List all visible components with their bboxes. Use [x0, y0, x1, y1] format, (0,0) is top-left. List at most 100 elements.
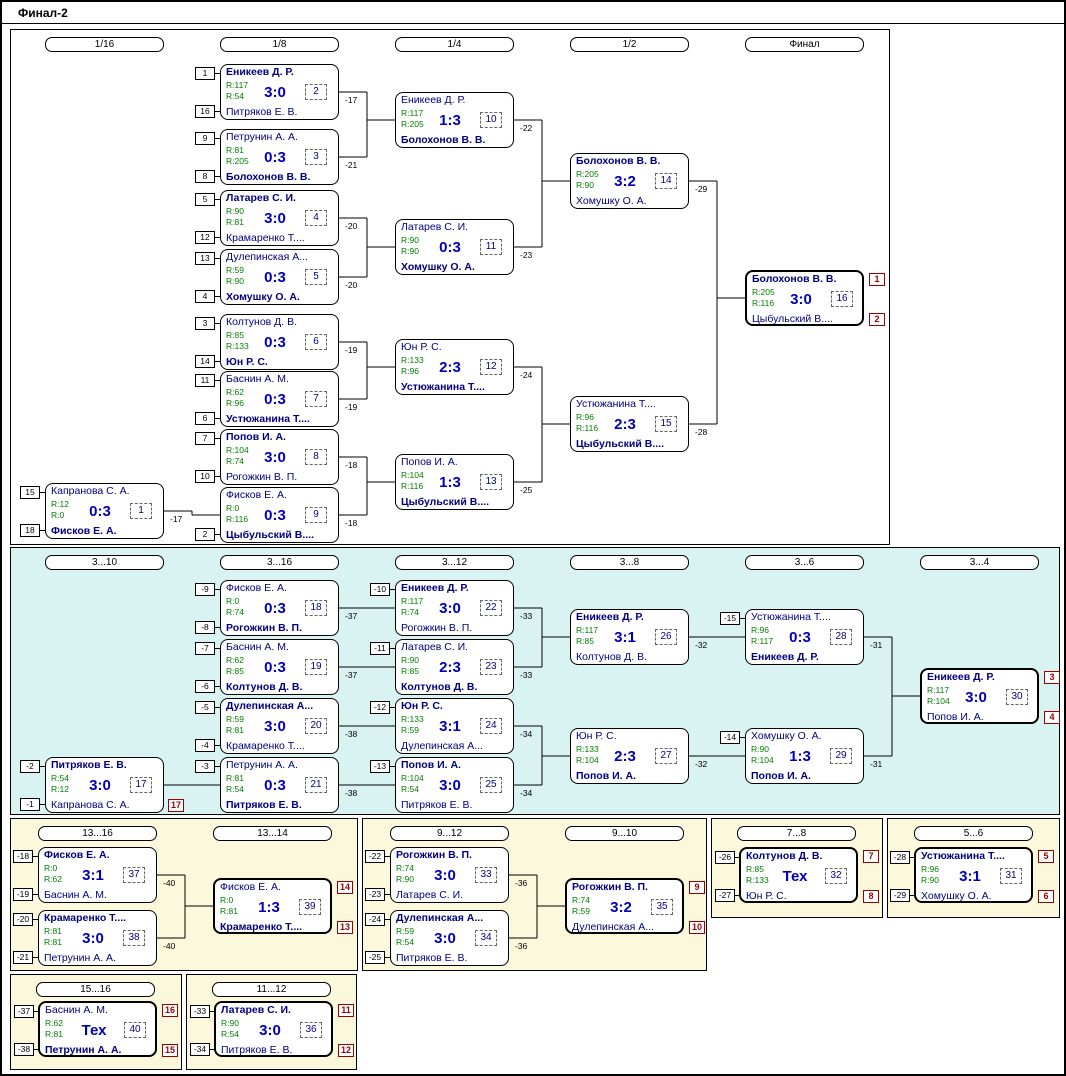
round-header: 9...12 — [390, 826, 509, 841]
place-badge: 10 — [689, 921, 705, 934]
player-rating: R:90 — [401, 235, 419, 245]
seed-line — [910, 857, 916, 858]
player-name: Попов И. А. — [226, 431, 286, 443]
seed-line — [33, 919, 39, 920]
player-name: Дулепинская А... — [396, 912, 484, 924]
seed-line — [385, 894, 391, 895]
player-rating: R:133 — [746, 875, 769, 885]
match-number: 1 — [130, 503, 152, 519]
player-rating: R:81 — [44, 926, 62, 936]
player-rating: R:81 — [44, 937, 62, 947]
player-name: Хомушку О. А. — [401, 261, 475, 273]
player-rating: R:117 — [401, 108, 424, 118]
round-header: 1/8 — [220, 37, 339, 52]
seed-box: 4 — [195, 290, 215, 303]
seed-box: 10 — [195, 470, 215, 483]
match-number: 29 — [830, 748, 852, 764]
player-rating: R:90 — [576, 180, 594, 190]
seed-line — [385, 919, 391, 920]
player-rating: R:205 — [752, 287, 775, 297]
loser-destination-label: -19 — [345, 402, 358, 412]
match-score: 3:0 — [89, 777, 111, 794]
match-score: 0:3 — [264, 391, 286, 408]
round-header: 5...6 — [914, 826, 1033, 841]
match-score: 3:0 — [264, 210, 286, 227]
seed-box: -23 — [365, 888, 385, 901]
window-title: Финал-2 — [18, 6, 68, 20]
seed-line — [215, 176, 221, 177]
seed-line — [215, 534, 221, 535]
match-score: 3:1 — [614, 629, 636, 646]
match-score: 3:0 — [790, 291, 812, 308]
place-badge: 4 — [1044, 711, 1060, 724]
player-rating: R:62 — [45, 1018, 63, 1028]
match-number: 31 — [1000, 868, 1022, 884]
player-rating: R:90 — [396, 874, 414, 884]
player-rating: R:62 — [226, 387, 244, 397]
seed-line — [215, 476, 221, 477]
player-name: Устюжанина Т.... — [226, 413, 310, 425]
match-number: 15 — [655, 416, 677, 432]
seed-line — [390, 648, 396, 649]
player-name: Попов И. А. — [401, 759, 461, 771]
loser-destination-label: -34 — [520, 788, 533, 798]
match-number: 25 — [480, 777, 502, 793]
player-rating: R:96 — [401, 366, 419, 376]
seed-line — [210, 1011, 216, 1012]
match-score: 3:0 — [82, 930, 104, 947]
player-rating: R:12 — [51, 784, 69, 794]
player-name: Юн Р. С. — [746, 890, 787, 902]
player-name: Рогожкин В. П. — [396, 849, 472, 861]
seed-box: -29 — [890, 889, 910, 902]
match-score: 1:3 — [439, 112, 461, 129]
round-header: 9...10 — [565, 826, 684, 841]
place-badge: 11 — [338, 1004, 354, 1017]
player-name: Питряков Е. В. — [401, 799, 473, 811]
player-name: Фисков Е. А. — [226, 582, 287, 594]
seed-box: 15 — [20, 486, 40, 499]
player-name: Попов И. А. — [401, 456, 458, 468]
match-score: 3:2 — [614, 173, 636, 190]
place-badge: 2 — [869, 313, 885, 326]
